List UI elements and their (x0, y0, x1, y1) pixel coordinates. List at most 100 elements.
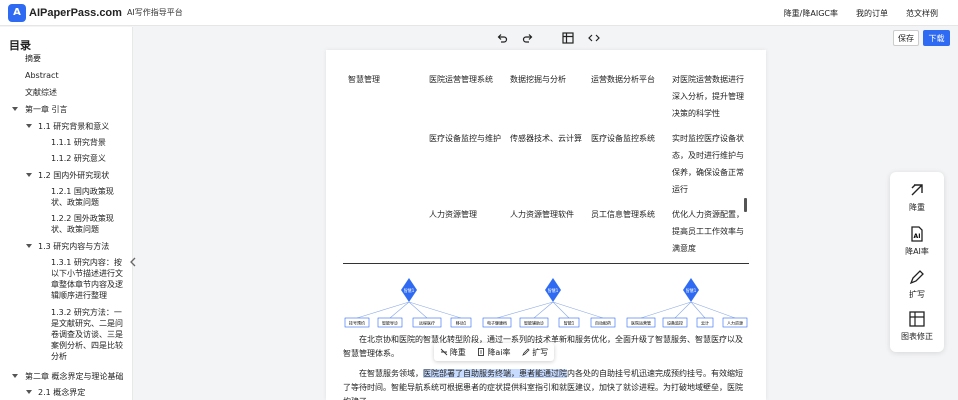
table-cell: 实时监控医疗设备状态，及时进行维护与保养，确保设备正常运行 (672, 134, 744, 194)
diagram-group-3: 智慧1 医院运营管 设备监控 云计 人力资源 (626, 278, 748, 328)
diagram-leaf: 医院运营管 (631, 320, 651, 326)
save-button[interactable]: 保存 (893, 30, 919, 46)
paragraph[interactable]: 在智慧服务领域，医院部署了自助服务终端，患者能通过院内各处的自助挂号机迅速完成预… (343, 367, 749, 400)
nav-my-orders[interactable]: 我的订单 (856, 8, 888, 18)
table-cell: 智慧管理 (348, 75, 380, 84)
toc-item-chapter1[interactable]: 第一章 引言 (25, 105, 68, 114)
sel-reduce-ai-label: 降ai率 (487, 347, 511, 357)
diagram-root-label: 智慧1 (404, 287, 415, 293)
table-cell: 对医院运营数据进行深入分析，提升管理决策的科学性 (672, 75, 744, 118)
toc-item-abstract-en[interactable]: Abstract (25, 71, 59, 80)
toc-item-1-2-1[interactable]: 1.2.1 国内政策现状、政策问题 (51, 187, 114, 207)
expand-label: 扩写 (909, 290, 925, 299)
diagram-leaf: 自动配药 (595, 320, 611, 326)
sel-reduce-ai-button[interactable]: 降ai率 (477, 347, 511, 358)
reduce-label: 降重 (909, 203, 925, 212)
diagram-leaf: 远程医疗 (419, 320, 435, 326)
diagram-leaf: 人力资源 (727, 320, 743, 326)
diagram-group-2: 智慧1 电子健康档 智能辅助诊 智能1 自动配药 (482, 278, 616, 328)
top-bar: A AIPaperPass.com AI写作指导平台 降重/降AIGC率 我的订… (0, 0, 958, 26)
toc-item-1-1-1[interactable]: 1.1.1 研究背景 (51, 138, 106, 147)
download-button[interactable]: 下载 (923, 30, 950, 46)
chevron-down-icon[interactable] (26, 173, 32, 177)
toc-item-1-3-1[interactable]: 1.3.1 研究内容：按以下小节描述进行文章整体章节内容及逻辑顺序进行整理 (51, 258, 123, 300)
chart-table-icon (909, 311, 925, 327)
reduce-ai-rate-button[interactable]: AI 降AI率 (890, 226, 944, 257)
diagram-leaf: 智能导诊 (382, 320, 398, 326)
toc-title: 目录 (9, 39, 31, 52)
diagram-root-node (545, 278, 561, 302)
nav-reduce-aigc[interactable]: 降重/降AIGC率 (783, 8, 838, 18)
reduce-button[interactable]: 降重 (890, 182, 944, 213)
toc-item-literature[interactable]: 文献综述 (25, 88, 57, 97)
paragraph-text: 在智慧服务领域， (359, 369, 423, 378)
toc-item-abstract-cn[interactable]: 摘要 (25, 54, 41, 63)
chart-fix-button[interactable]: 图表修正 (890, 311, 944, 342)
diagram-root-label: 智慧1 (548, 287, 559, 293)
document-page (326, 50, 766, 400)
logo-mark: A (8, 3, 26, 22)
toc-item-1-2[interactable]: 1.2 国内外研究现状 (38, 171, 110, 180)
diagram-leaf: 智能1 (564, 320, 575, 326)
redo-icon[interactable] (522, 32, 534, 44)
table-cell: 数据挖掘与分析 (510, 75, 566, 84)
expand-button[interactable]: 扩写 (890, 269, 944, 300)
collapse-sidebar-icon[interactable] (129, 256, 139, 270)
table-cell: 人力资源管理软件 (510, 210, 574, 219)
toc-item-1-3-2[interactable]: 1.3.2 研究方法：一是文献研究、二是问卷调查及访谈、三是案例分析、四是比较分… (51, 308, 123, 361)
sel-reduce-label: 降重 (449, 347, 466, 357)
table-cell: 医疗设备监控系统 (591, 134, 655, 143)
diagram-root-node (401, 278, 417, 302)
diagram-leaf: 挂号预约 (349, 320, 365, 326)
chevron-down-icon[interactable] (26, 244, 32, 248)
reduce-icon (440, 348, 448, 356)
diagram-root-label: 智慧1 (686, 287, 697, 293)
diagram-leaf: 智能辅助诊 (524, 320, 544, 326)
table-icon[interactable] (562, 32, 574, 44)
diagram-leaf: 云计 (701, 320, 709, 326)
logo[interactable]: A AIPaperPass.com AI写作指导平台 (8, 3, 183, 22)
brand-name: AIPaperPass.com (29, 6, 122, 19)
toc-item-1-1-2[interactable]: 1.1.2 研究意义 (51, 154, 106, 163)
toc-item-2-1[interactable]: 2.1 概念界定 (38, 388, 86, 397)
toc-item-1-1[interactable]: 1.1 研究背景和意义 (38, 122, 110, 131)
table-cell: 人力资源管理 (429, 210, 477, 219)
paragraph[interactable]: 在北京协和医院的智慧化转型阶段，通过一系列的技术革新和服务优化，全面升级了智慧服… (343, 335, 743, 358)
selected-text[interactable]: 医院部署了自助服务终端，患者能通过院 (423, 369, 567, 378)
table-cell: 员工信息管理系统 (591, 210, 655, 219)
diagram-leaf: 移动1 (456, 320, 467, 326)
top-nav: 降重/降AIGC率 我的订单 范文样例 (784, 0, 938, 26)
ai-tools-panel: 降重 AI 降AI率 扩写 图表修正 (890, 172, 944, 352)
brand-subtitle: AI写作指导平台 (126, 8, 183, 17)
document-ai-icon: AI (911, 226, 923, 242)
reduce-ai-rate-label: 降AI率 (905, 247, 929, 256)
toc-item-1-2-2[interactable]: 1.2.2 国外政策现状、政策问题 (51, 214, 114, 234)
document-toolbar (496, 32, 600, 44)
table-scrollbar[interactable] (744, 198, 747, 212)
sel-expand-label: 扩写 (532, 347, 549, 357)
undo-icon[interactable] (496, 32, 508, 44)
chevron-down-icon[interactable] (26, 124, 32, 128)
code-icon[interactable] (588, 32, 600, 44)
sel-reduce-button[interactable]: 降重 (440, 347, 466, 358)
toc-item-1-3[interactable]: 1.3 研究内容与方法 (38, 242, 110, 251)
paragraph-text: 内各处的自助挂号机迅速完成预约挂号。有效缩短了等待时间。智能导航系统可根据患者的… (343, 369, 743, 400)
svg-text:AI: AI (914, 233, 921, 240)
reduce-icon (911, 184, 923, 196)
diagram-leaf: 电子健康档 (487, 320, 507, 326)
toc-sidebar: 目录 摘要 Abstract 文献综述 第一章 引言 1.1 研究背景和意义 1… (0, 27, 133, 400)
table-cell: 优化人力资源配置，提高员工工作效率与满意度 (672, 210, 744, 253)
chart-fix-label: 图表修正 (901, 332, 933, 341)
chevron-down-icon[interactable] (12, 107, 18, 111)
chevron-down-icon[interactable] (12, 374, 18, 378)
toc-item-chapter2[interactable]: 第二章 概念界定与理论基础 (25, 372, 124, 381)
chevron-down-icon[interactable] (26, 390, 32, 394)
sel-expand-button[interactable]: 扩写 (522, 347, 548, 358)
pen-icon (522, 348, 530, 356)
selection-toolbar: 降重 降ai率 扩写 (434, 343, 554, 361)
diagram-root-node (683, 278, 699, 302)
table-cell: 传感器技术、云计算 (510, 134, 582, 143)
table-cell: 运营数据分析平台 (591, 75, 655, 84)
nav-samples[interactable]: 范文样例 (906, 8, 938, 18)
diagram-leaf: 设备监控 (667, 320, 683, 326)
